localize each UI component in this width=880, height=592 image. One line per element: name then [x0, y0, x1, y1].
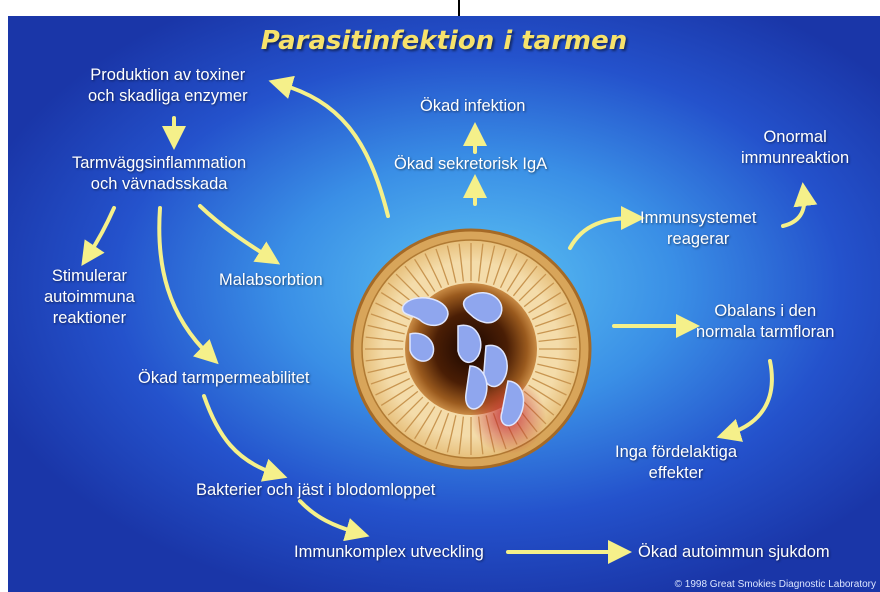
label-toxins: Produktion av toxiner och skadliga enzym…: [88, 65, 248, 107]
label-infection: Ökad infektion: [420, 96, 525, 117]
label-autoimmune: Stimulerar autoimmuna reaktioner: [44, 266, 135, 329]
label-bacteria: Bakterier och jäst i blodomloppet: [196, 480, 435, 501]
label-abnormal: Onormal immunreaktion: [741, 127, 849, 169]
label-permeability: Ökad tarmpermeabilitet: [138, 368, 310, 389]
arrow-inflammation-to-autoimmune: [88, 208, 114, 256]
diagram-panel: Parasitinfektion i tarmen Produktion av …: [8, 16, 880, 592]
copyright-notice: © 1998 Great Smokies Diagnostic Laborato…: [675, 579, 876, 590]
arrow-inflammation-to-permeability: [159, 208, 210, 356]
arrow-imbalance-to-no-effects: [728, 361, 772, 434]
label-inflammation: Tarmväggsinflammation och vävnadsskada: [72, 153, 246, 195]
label-iga: Ökad sekretorisk IgA: [394, 154, 547, 175]
intestine-cross-section: [352, 230, 590, 468]
label-imbalance: Obalans i den normala tarmfloran: [696, 301, 834, 343]
label-autoimmune-disease: Ökad autoimmun sjukdom: [638, 542, 830, 563]
arrow-immune-to-abnormal: [783, 194, 804, 226]
label-no-effects: Inga fördelaktiga effekter: [615, 442, 737, 484]
label-immune-reacts: Immunsystemet reagerar: [640, 208, 756, 250]
diagram-title: Parasitinfektion i tarmen: [8, 26, 880, 56]
top-divider-line: [458, 0, 460, 16]
arrow-permeability-to-bacteria: [204, 396, 276, 474]
arrow-ring-to-toxins: [280, 84, 388, 216]
arrow-inflammation-to-malabsorption: [200, 206, 270, 258]
arrow-bacteria-to-immunocomplex: [300, 501, 358, 533]
arrow-ring-to-immune: [570, 218, 633, 248]
label-malabsorption: Malabsorbtion: [219, 270, 323, 291]
label-immunocomplex: Immunkomplex utveckling: [294, 542, 484, 563]
